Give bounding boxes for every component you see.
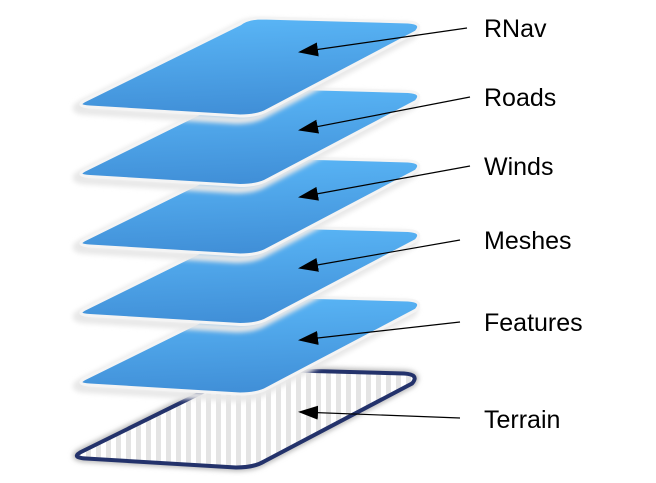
layer-label-terrain: Terrain: [484, 406, 560, 434]
leader-arrow-meshes: [298, 239, 461, 272]
layer-label-features: Features: [484, 309, 583, 337]
layer-label-winds: Winds: [484, 153, 553, 181]
layer-label-roads: Roads: [484, 84, 556, 112]
leader-lines: [298, 27, 471, 420]
leader-arrow-features: [298, 321, 461, 345]
leader-arrow-roads: [298, 96, 471, 134]
leader-arrow-winds: [298, 165, 471, 201]
layer-plate-rnav: [72, 16, 421, 125]
layer-label-rnav: RNav: [484, 15, 547, 43]
leader-arrow-rnav: [298, 27, 468, 57]
layer-plates: [72, 16, 421, 472]
plate-surface: [79, 16, 421, 118]
leader-arrow-terrain: [298, 405, 461, 420]
layer-label-meshes: Meshes: [484, 227, 572, 255]
